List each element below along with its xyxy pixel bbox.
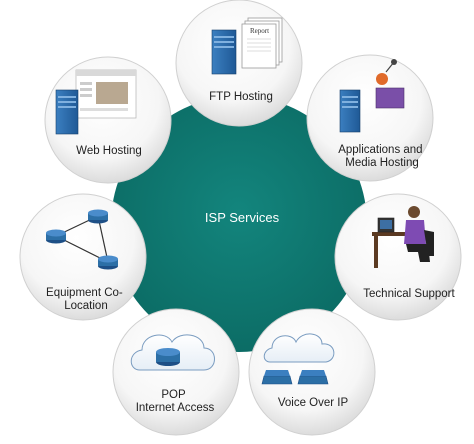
- service-voice-over-ip: Voice Over IP: [248, 308, 376, 436]
- service-label: Applications and Media Hosting: [338, 144, 426, 169]
- center-hub: ISP Services: [111, 96, 367, 352]
- service-label: POP Internet Access: [136, 389, 215, 414]
- service-technical-support: Technical Support: [334, 193, 462, 321]
- service-applications-media-hosting: Applications and Media Hosting: [306, 54, 434, 182]
- service-pop-internet-access: POP Internet Access: [112, 308, 240, 436]
- ip-phones-cloud-icon: [261, 333, 335, 385]
- service-label: Voice Over IP: [278, 397, 349, 409]
- report-label: Report: [250, 27, 269, 35]
- service-label: Web Hosting: [76, 145, 142, 157]
- server-with-report-icon: Report: [211, 17, 283, 75]
- router-cloud-icon: [130, 334, 215, 371]
- service-equipment-co-location: Equipment Co- Location: [19, 193, 147, 321]
- service-label: Equipment Co- Location: [46, 287, 126, 312]
- server-with-media-icon: [339, 59, 405, 133]
- server-with-webpage-icon: [55, 69, 137, 135]
- service-label: Technical Support: [363, 288, 455, 300]
- technician-at-desk-icon: [372, 206, 434, 268]
- network-routers-icon: [46, 209, 118, 270]
- service-ftp-hosting: Report FTP Hosting: [175, 0, 303, 127]
- service-web-hosting: Web Hosting: [44, 56, 172, 184]
- service-label: FTP Hosting: [209, 91, 273, 103]
- center-label: ISP Services: [205, 210, 280, 225]
